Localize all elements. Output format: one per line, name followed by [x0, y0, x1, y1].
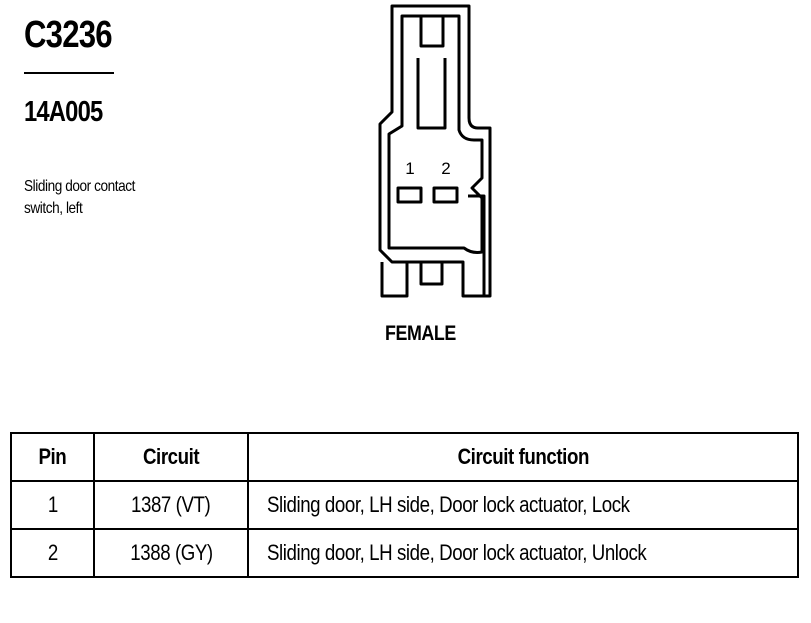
retaining-rail	[468, 194, 486, 296]
pin-assignment-table: Pin Circuit Circuit function 1 1387 (VT)…	[10, 432, 799, 578]
description-line-2: switch, left	[24, 200, 83, 217]
connector-gender-label: FEMALE	[385, 322, 456, 345]
cell-circuit: 1388 (GY)	[93, 528, 249, 578]
cell-circuit-function: Sliding door, LH side, Door lock actuato…	[247, 528, 799, 578]
key-tab-bottom	[419, 260, 444, 286]
cell-circuit-function: Sliding door, LH side, Door lock actuato…	[247, 480, 799, 530]
connector-id: C3236	[24, 14, 113, 56]
pin-label-2: 2	[441, 159, 450, 178]
cell-pin: 2	[10, 528, 95, 578]
pin-cavity-2	[432, 186, 459, 204]
header-circuit-function: Circuit function	[247, 432, 799, 482]
header-circuit: Circuit	[93, 432, 249, 482]
part-number: 14A005	[24, 96, 103, 128]
connector-description: Sliding door contact switch, left	[24, 176, 194, 220]
table-row: 2 1388 (GY) Sliding door, LH side, Door …	[10, 528, 799, 578]
table-header-row: Pin Circuit Circuit function	[10, 432, 799, 482]
latch-channel	[416, 58, 447, 130]
pin-label-1: 1	[405, 159, 414, 178]
description-line-1: Sliding door contact	[24, 178, 135, 195]
cell-pin: 1	[10, 480, 95, 530]
table-row: 1 1387 (VT) Sliding door, LH side, Door …	[10, 480, 799, 530]
cell-circuit: 1387 (VT)	[93, 480, 249, 530]
housing-outer-outline	[378, 4, 492, 298]
pin-cavity-1	[396, 186, 423, 204]
title-divider	[24, 72, 114, 74]
housing-inner-outline	[387, 14, 484, 254]
key-tab-top	[419, 14, 445, 48]
header-pin: Pin	[10, 432, 95, 482]
locator-post-left	[380, 262, 409, 298]
connector-face-diagram: 1 2	[378, 4, 492, 298]
